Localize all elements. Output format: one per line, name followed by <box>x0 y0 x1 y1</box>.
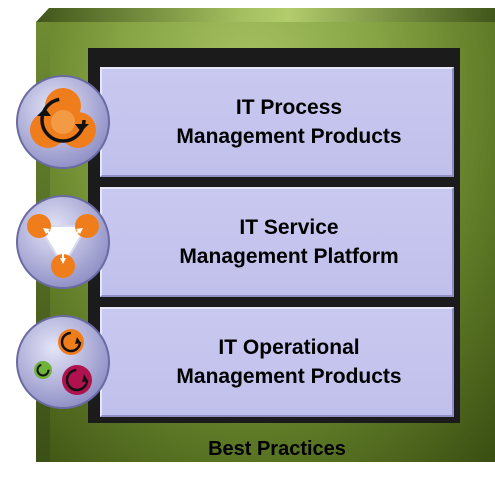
service-triangle-icon <box>16 195 110 289</box>
orange-cycle-icon <box>16 75 110 169</box>
layer-title-line-2: Management Products <box>176 125 402 148</box>
operations-cycles-icon <box>16 315 110 409</box>
best-practices-label: Best Practices <box>208 438 346 460</box>
frame-top-bevel <box>36 8 495 22</box>
layer-it-process-management: IT Process Management Products <box>100 67 454 177</box>
layer-title-line-1: IT Process <box>235 96 343 119</box>
layer-title-line-2: Management Platform <box>179 245 399 268</box>
layer-it-service-management: IT Service Management Platform <box>100 187 454 297</box>
layer-title-line-2: Management Products <box>176 365 402 388</box>
layer-title-line-1: IT Operational <box>218 336 360 359</box>
layer-title-line-1: IT Service <box>239 216 339 239</box>
layer-title: IT Service Management Platform <box>179 213 398 271</box>
layer-title: IT Process Management Products <box>176 93 401 151</box>
layer-title: IT Operational Management Products <box>176 333 401 391</box>
layer-it-operational-management: IT Operational Management Products <box>100 307 454 417</box>
